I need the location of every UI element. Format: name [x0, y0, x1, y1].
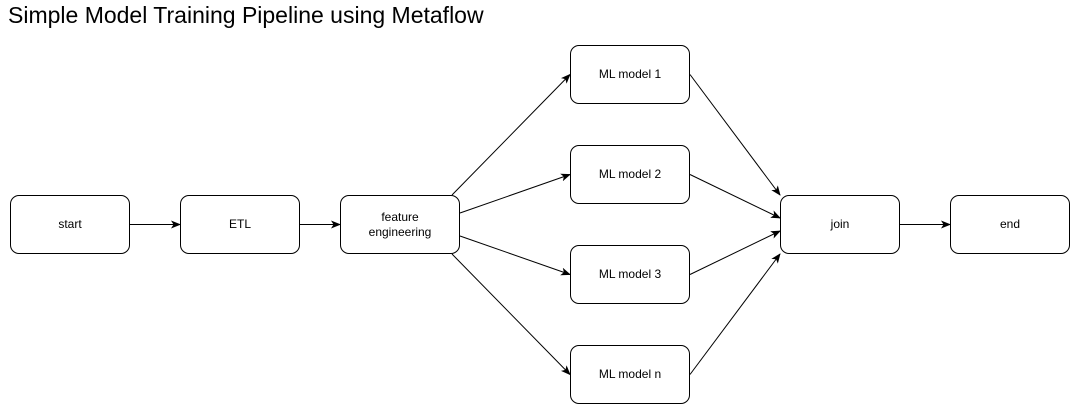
- node-start-label: start: [58, 217, 82, 231]
- node-ml-model-2[interactable]: ML model 2: [570, 145, 690, 204]
- node-etl[interactable]: ETL: [180, 195, 300, 254]
- node-etl-label: ETL: [228, 217, 251, 231]
- edge-feature-to-model1: [451, 73, 571, 196]
- edge-model3-to-join: [689, 230, 781, 275]
- edge-model1-to-join: [689, 74, 781, 196]
- edge-modeln-to-join: [689, 253, 781, 375]
- node-ml-model-3-label: ML model 3: [598, 267, 662, 281]
- edge-feature-to-modeln: [451, 253, 571, 376]
- edge-feature-to-model2: [459, 173, 571, 214]
- node-ml-model-1-label: ML model 1: [598, 67, 662, 81]
- node-join-label: join: [830, 217, 850, 231]
- node-start[interactable]: start: [10, 195, 130, 254]
- node-ml-model-2-label: ML model 2: [598, 167, 662, 181]
- edge-feature-to-model3: [459, 235, 571, 276]
- node-ml-model-n-label: ML model n: [598, 367, 662, 381]
- diagram-title: Simple Model Training Pipeline using Met…: [8, 2, 484, 28]
- node-end-label: end: [999, 217, 1021, 231]
- node-feature-engineering[interactable]: feature engineering: [340, 195, 460, 254]
- node-ml-model-1[interactable]: ML model 1: [570, 45, 690, 104]
- node-join[interactable]: join: [780, 195, 900, 254]
- node-ml-model-n[interactable]: ML model n: [570, 345, 690, 404]
- edge-model2-to-join: [689, 174, 781, 219]
- node-end[interactable]: end: [950, 195, 1070, 254]
- node-feature-engineering-label: feature engineering: [368, 209, 432, 239]
- node-ml-model-3[interactable]: ML model 3: [570, 245, 690, 304]
